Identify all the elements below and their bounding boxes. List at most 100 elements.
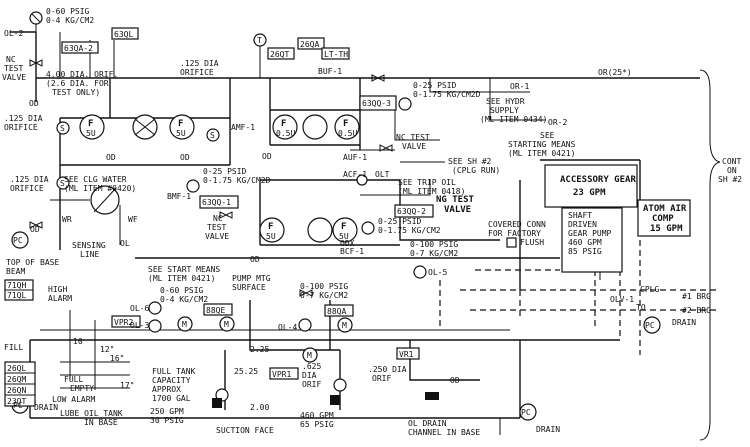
valve-icon <box>219 211 233 219</box>
label-ol5: OL-5 <box>428 268 447 277</box>
label-bmf1: BMF-1 <box>167 192 191 201</box>
label-psid-top: 0-25 PSID <box>413 81 457 90</box>
label-orif125-left: .125 DIA <box>4 114 43 123</box>
label-covered-conn: COVERED CONN <box>488 220 546 229</box>
label-low-alarm: LOW ALARM <box>52 395 96 404</box>
label-brg2: #2 BRG <box>682 306 711 315</box>
box-63qq3 <box>359 95 397 111</box>
label-starting-2: STARTING MEANS <box>508 140 576 149</box>
label-shaft-gpm: 460 GPM <box>568 238 602 247</box>
label-wr: WR <box>62 215 72 224</box>
label-od: OD <box>262 152 272 161</box>
label-psig-ol3: 0-60 PSIG <box>160 286 204 295</box>
box-63qq2 <box>394 204 434 218</box>
label-od-right: OD <box>450 376 460 385</box>
label-63qq1: 63QQ-1 <box>202 198 231 207</box>
switch-letter: S <box>60 179 65 188</box>
shaft-pump-box <box>561 207 623 273</box>
pc-letter: PC <box>645 321 655 330</box>
motor-icon <box>337 317 353 333</box>
label-atom-air: ATOM AIR <box>643 204 687 214</box>
filter-5u: 5U <box>86 129 96 138</box>
label-buf1: BUF-1 <box>318 67 342 76</box>
label-valve: VALVE <box>2 73 26 82</box>
label-full-tank: FULL TANK <box>152 367 196 376</box>
label-factory: FOR FACTORY <box>488 229 541 238</box>
box-vr1 <box>396 347 420 360</box>
atom-air-comp-box <box>637 199 691 237</box>
filter-icon <box>332 217 358 243</box>
pc-letter: PC <box>521 408 531 417</box>
switch-letter: S <box>60 124 65 133</box>
label-hydr-1: SEE HYDR <box>486 97 525 106</box>
label-dim-17: 17" <box>120 381 134 390</box>
temp-letter: T <box>257 36 262 45</box>
valve-icon <box>29 221 43 229</box>
label-valve-mid: VALVE <box>205 232 229 241</box>
pressure-gauge-icon <box>298 318 312 332</box>
valve-icon <box>379 144 393 152</box>
label-sensing: SENSING <box>72 241 106 250</box>
label-dim-225: 2.25 <box>250 345 269 354</box>
label-ng-test: NG TEST <box>436 195 475 205</box>
label-gal: 1700 GAL <box>152 394 191 403</box>
switch-icon <box>206 128 220 142</box>
label-shaft: SHAFT <box>568 211 592 220</box>
label-or2: OR-2 <box>548 118 567 127</box>
thermometer-icon <box>356 174 368 186</box>
label-250gpm: 250 GPM <box>150 407 184 416</box>
label-26qn: 26QN <box>7 386 26 395</box>
label-hydr-3: (ML ITEM 0434) <box>480 115 547 124</box>
label-psig-ol5: 0-100 PSIG <box>410 240 458 249</box>
pressure-gauge-icon <box>148 319 162 333</box>
drain-block-icon <box>425 392 439 400</box>
label-65psig: 65 PSIG <box>300 420 334 429</box>
label-capacity: CAPACITY <box>152 376 191 385</box>
label-psig-top: 0-60 PSIG <box>46 7 90 16</box>
box-26qt <box>267 47 295 60</box>
label-sensing-line: LINE <box>80 250 99 259</box>
pump-base-icon <box>330 395 340 405</box>
label-psig-ol5-kg: 0-7 KG/CM2 <box>410 249 458 258</box>
piping <box>10 18 720 435</box>
label-clg-water-2: (ML ITEM #0420) <box>64 184 136 193</box>
label-top-of: TOP OF <box>6 258 35 267</box>
pump-icon <box>333 378 347 392</box>
label-flush: FLUSH <box>520 238 544 247</box>
label-to: TO <box>636 303 646 312</box>
valve-icon <box>299 289 313 297</box>
accessory-gear-box <box>544 164 638 208</box>
component-boxes <box>4 27 721 441</box>
label-sh2: SH #2 <box>718 175 742 184</box>
label-nc-test-right-1: NC TEST <box>396 133 430 142</box>
label-ol6: OL-6 <box>130 304 149 313</box>
label-test: TEST <box>4 64 23 73</box>
filter-letter: F <box>341 222 346 232</box>
label-psid-mid-kg: 0-1.75 KG/CM2D <box>203 176 271 185</box>
label-orif125-clg: .125 DIA <box>10 175 49 184</box>
flush-connection-icon <box>506 237 517 248</box>
label-see-sh2: SEE SH #2 <box>448 157 492 166</box>
label-psid-low: 0-25 PSID <box>378 217 422 226</box>
label-ol3: OL-3 <box>130 321 149 330</box>
label-starting-3: (ML ITEM 0421) <box>508 149 575 158</box>
label-channel: CHANNEL IN BASE <box>408 428 480 437</box>
box-63qa2 <box>61 41 99 54</box>
label-orif625-1: .625 <box>302 362 321 371</box>
label-clg-water-1: SEE CLG WATER <box>64 175 127 184</box>
label-dim-12: 12" <box>100 345 114 354</box>
motor-icon <box>219 316 235 332</box>
label-hydr-2: SUPPLY <box>490 106 519 115</box>
label-full: FULL <box>64 375 83 384</box>
motor-icon <box>302 347 318 363</box>
label-empty: EMPTY <box>70 384 94 393</box>
label-alarm: ALARM <box>48 294 72 303</box>
label-on: ON <box>727 166 737 175</box>
label-approx: APPROX <box>152 385 181 394</box>
box-vpr1 <box>269 367 299 380</box>
label-lube-tank: LUBE OIL TANK <box>60 409 123 418</box>
pump-base-icon <box>212 398 222 408</box>
motor-letter: M <box>224 320 229 329</box>
label-drain-bottom: DRAIN <box>536 425 560 434</box>
label-brg1: #1 BRG <box>682 292 711 301</box>
